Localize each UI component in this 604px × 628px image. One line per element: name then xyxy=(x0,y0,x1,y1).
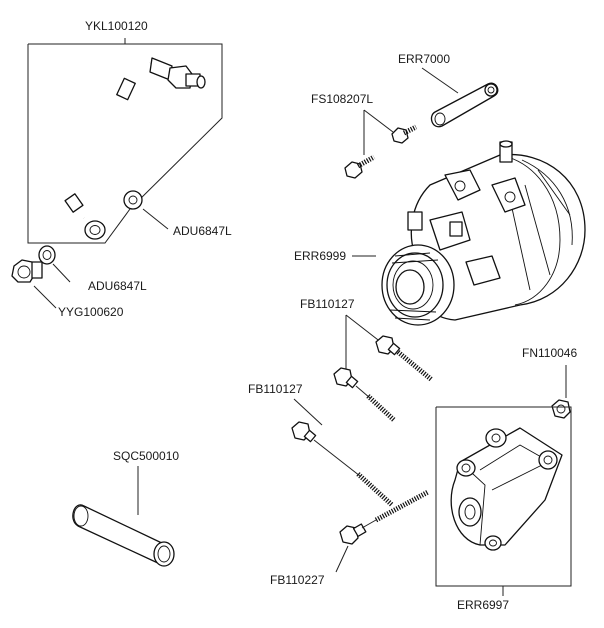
label-err7000: ERR7000 xyxy=(398,52,450,66)
washer-b-part xyxy=(38,245,56,265)
label-fb110227: FB110227 xyxy=(270,573,325,587)
mounting-bracket-part xyxy=(450,427,563,551)
oil-pipe-part xyxy=(64,57,206,240)
label-fs108207l: FS108207L xyxy=(311,92,373,106)
label-err6999: ERR6999 xyxy=(294,249,346,263)
screw-b-part xyxy=(391,124,418,144)
label-adu6847l-a: ADU6847L xyxy=(173,224,232,238)
label-adu6847l-b: ADU6847L xyxy=(88,279,147,293)
label-yyg100620: YYG100620 xyxy=(58,305,124,319)
label-sqc500010: SQC500010 xyxy=(113,449,179,463)
washer-a-part xyxy=(123,190,169,230)
long-bolt-part xyxy=(339,489,430,545)
label-fb110127-b: FB110127 xyxy=(248,382,303,396)
bolt-a-part xyxy=(375,335,434,382)
label-err6997: ERR6997 xyxy=(457,598,509,612)
pipe-group-bracket xyxy=(27,38,223,244)
bolt-b-part xyxy=(333,367,396,422)
nut-part xyxy=(551,399,571,419)
spacer-tube-part xyxy=(430,82,499,128)
label-fn110046: FN110046 xyxy=(522,346,577,360)
bracket-box xyxy=(435,406,572,596)
label-fb110127-a: FB110127 xyxy=(300,297,355,311)
alternator-part xyxy=(381,140,586,326)
screw-a-part xyxy=(344,154,376,179)
label-ykl100120: YKL100120 xyxy=(85,19,148,33)
sleeve-part xyxy=(72,504,175,567)
banjo-bolt-part xyxy=(11,259,43,283)
bolt-c-part xyxy=(291,421,394,507)
